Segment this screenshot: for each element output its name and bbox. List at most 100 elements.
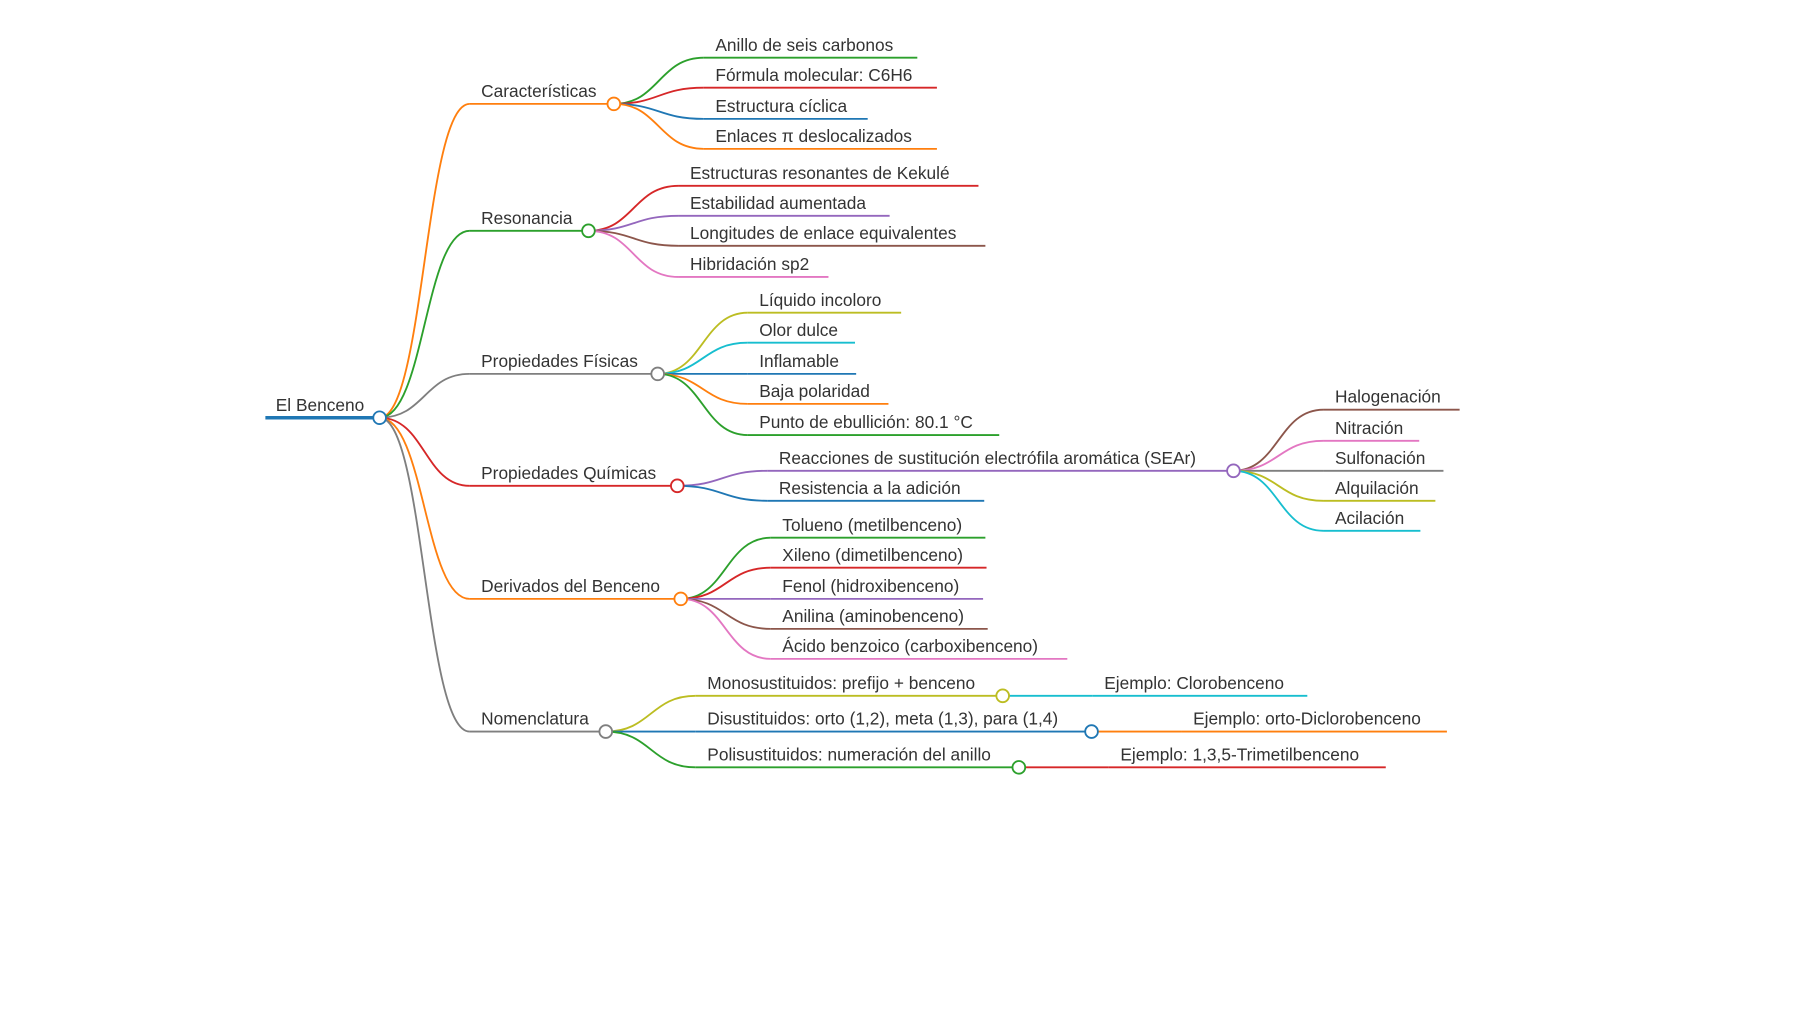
node-nitracion[interactable]: Nitración <box>1323 418 1420 442</box>
collapse-toggle-icon[interactable] <box>581 223 596 239</box>
node-propiedades-fisicas[interactable]: Propiedades Físicas <box>469 351 658 375</box>
node-label[interactable]: Propiedades Químicas <box>481 463 656 483</box>
node-acilacion[interactable]: Acilación <box>1323 508 1421 532</box>
node-label[interactable]: Ejemplo: 1,3,5-Trimetilbenceno <box>1120 744 1359 764</box>
node-resistencia-a-la-adicion[interactable]: Resistencia a la adición <box>767 478 985 502</box>
node-nomenclatura[interactable]: Nomenclatura <box>469 709 606 733</box>
node-fenol-hidroxibenceno[interactable]: Fenol (hidroxibenceno) <box>770 576 984 600</box>
node-label[interactable]: Anillo de seis carbonos <box>715 35 893 55</box>
node-estructura-ciclica[interactable]: Estructura cíclica <box>703 96 868 120</box>
node-estructuras-resonantes-de-kekule[interactable]: Estructuras resonantes de Kekulé <box>678 163 979 187</box>
node-punto-de-ebullicion-80-1-c[interactable]: Punto de ebullición: 80.1 °C <box>747 412 1000 436</box>
node-baja-polaridad[interactable]: Baja polaridad <box>747 381 889 405</box>
node-anilina-aminobenceno[interactable]: Anilina (aminobenceno) <box>770 606 988 630</box>
collapse-toggle-icon[interactable] <box>1084 724 1099 739</box>
node-reacciones-de-sustitucion-electrofila-ar[interactable]: Reacciones de sustitución electrófila ar… <box>767 448 1234 472</box>
node-alquilacion[interactable]: Alquilación <box>1323 478 1436 502</box>
node-label[interactable]: Longitudes de enlace equivalentes <box>690 223 957 243</box>
node-propiedades-quimicas[interactable]: Propiedades Químicas <box>469 463 678 487</box>
node-label[interactable]: Nomenclatura <box>481 709 589 729</box>
node-label[interactable]: Ejemplo: Clorobenceno <box>1104 673 1284 693</box>
node-label[interactable]: Resonancia <box>481 208 573 228</box>
node-label[interactable]: El Benceno <box>276 395 364 415</box>
node-label[interactable]: Nitración <box>1335 418 1403 438</box>
node-liquido-incoloro[interactable]: Líquido incoloro <box>747 290 902 314</box>
collapse-toggle-icon[interactable] <box>995 688 1010 704</box>
node-caracteristicas[interactable]: Características <box>469 81 614 105</box>
mindmap-edges <box>379 56 1324 769</box>
node-label[interactable]: Disustituidos: orto (1,2), meta (1,3), p… <box>707 709 1058 729</box>
node-label[interactable]: Enlaces π deslocalizados <box>715 126 912 146</box>
node-label[interactable]: Estructura cíclica <box>715 96 847 116</box>
node-label[interactable]: Características <box>481 81 597 101</box>
node-formula-molecular-c6h6[interactable]: Fórmula molecular: C6H6 <box>703 65 937 89</box>
node-ejemplo-orto-diclorobenceno[interactable]: Ejemplo: orto-Diclorobenceno <box>1181 709 1447 733</box>
collapse-toggle-icon[interactable] <box>598 724 614 739</box>
node-hibridacion-sp2[interactable]: Hibridación sp2 <box>678 254 829 278</box>
node-label[interactable]: Resistencia a la adición <box>779 478 961 498</box>
edge-liquido-incoloro <box>657 311 748 375</box>
collapse-toggle-icon[interactable] <box>1011 760 1027 775</box>
node-tolueno-metilbenceno[interactable]: Tolueno (metilbenceno) <box>770 515 986 539</box>
node-monosustituidos-prefijo-benceno[interactable]: Monosustituidos: prefijo + benceno <box>695 673 1003 697</box>
node-label[interactable]: Baja polaridad <box>759 381 870 401</box>
node-acido-benzoico-carboxibenceno[interactable]: Ácido benzoico (carboxibenceno) <box>770 636 1068 660</box>
node-sulfonacion[interactable]: Sulfonación <box>1323 448 1444 472</box>
node-label[interactable]: Líquido incoloro <box>759 290 881 310</box>
node-ejemplo-clorobenceno[interactable]: Ejemplo: Clorobenceno <box>1092 673 1308 697</box>
node-label[interactable]: Monosustituidos: prefijo + benceno <box>707 673 975 693</box>
node-longitudes-de-enlace-equivalentes[interactable]: Longitudes de enlace equivalentes <box>678 223 986 247</box>
node-disustituidos-orto-1-2-meta-1-3-para-1-4[interactable]: Disustituidos: orto (1,2), meta (1,3), p… <box>695 709 1092 733</box>
node-polisustituidos-numeracion-del-anillo[interactable]: Polisustituidos: numeración del anillo <box>695 744 1019 769</box>
node-label[interactable]: Ejemplo: orto-Diclorobenceno <box>1193 709 1421 729</box>
node-label[interactable]: Punto de ebullición: 80.1 °C <box>759 412 973 432</box>
edge-nomenclatura <box>379 416 470 733</box>
node-label[interactable]: Fórmula molecular: C6H6 <box>715 65 912 85</box>
edge-hibridacion-sp2 <box>588 229 679 278</box>
node-halogenacion[interactable]: Halogenación <box>1323 387 1460 411</box>
node-label[interactable]: Alquilación <box>1335 478 1419 498</box>
edge-polisustituidos-numeracion-del-anillo <box>605 730 696 769</box>
node-inflamable[interactable]: Inflamable <box>747 351 857 375</box>
node-label[interactable]: Xileno (dimetilbenceno) <box>782 545 963 565</box>
collapse-toggle-icon[interactable] <box>673 591 689 607</box>
node-label[interactable]: Olor dulce <box>759 320 838 340</box>
node-el-benceno[interactable]: El Benceno <box>265 395 380 420</box>
node-label[interactable]: Acilación <box>1335 508 1404 528</box>
collapse-toggle-icon[interactable] <box>670 478 685 494</box>
node-label[interactable]: Hibridación sp2 <box>690 254 809 274</box>
node-label[interactable]: Propiedades Físicas <box>481 351 638 371</box>
node-derivados-del-benceno[interactable]: Derivados del Benceno <box>469 576 681 600</box>
collapse-toggle-icon[interactable] <box>1226 463 1241 479</box>
node-estabilidad-aumentada[interactable]: Estabilidad aumentada <box>678 193 890 217</box>
node-label[interactable]: Fenol (hidroxibenceno) <box>782 576 959 596</box>
edge-halogenacion <box>1233 408 1324 472</box>
edge-resonancia <box>379 229 470 419</box>
node-label[interactable]: Derivados del Benceno <box>481 576 660 596</box>
edge-baja-polaridad <box>657 372 748 405</box>
node-anillo-de-seis-carbonos[interactable]: Anillo de seis carbonos <box>703 35 918 59</box>
collapse-toggle-icon[interactable] <box>372 410 387 425</box>
node-label[interactable]: Tolueno (metilbenceno) <box>782 515 962 535</box>
node-label[interactable]: Sulfonación <box>1335 448 1425 468</box>
node-label[interactable]: Reacciones de sustitución electrófila ar… <box>779 448 1196 468</box>
node-label[interactable]: Estructuras resonantes de Kekulé <box>690 163 950 183</box>
node-resonancia[interactable]: Resonancia <box>469 208 589 232</box>
collapse-toggle-icon[interactable] <box>650 366 665 382</box>
node-label[interactable]: Halogenación <box>1335 387 1441 407</box>
node-label[interactable]: Ácido benzoico (carboxibenceno) <box>782 636 1038 656</box>
node-xileno-dimetilbenceno[interactable]: Xileno (dimetilbenceno) <box>770 545 987 569</box>
node-ejemplo-1-3-5-trimetilbenceno[interactable]: Ejemplo: 1,3,5-Trimetilbenceno <box>1108 744 1386 769</box>
node-label[interactable]: Anilina (aminobenceno) <box>782 606 964 626</box>
edge-monosustituidos-prefijo-benceno <box>605 694 696 733</box>
node-label[interactable]: Polisustituidos: numeración del anillo <box>707 744 991 764</box>
collapse-toggle-icon[interactable] <box>606 96 622 112</box>
edge-acilacion <box>1233 469 1324 532</box>
edge-alquilacion <box>1233 469 1324 502</box>
node-label[interactable]: Estabilidad aumentada <box>690 193 866 213</box>
node-label[interactable]: Inflamable <box>759 351 839 371</box>
edge-reacciones-de-sustitucion-electrofila-ar <box>677 469 768 487</box>
node-enlaces-deslocalizados[interactable]: Enlaces π deslocalizados <box>703 126 937 150</box>
node-olor-dulce[interactable]: Olor dulce <box>747 320 855 344</box>
